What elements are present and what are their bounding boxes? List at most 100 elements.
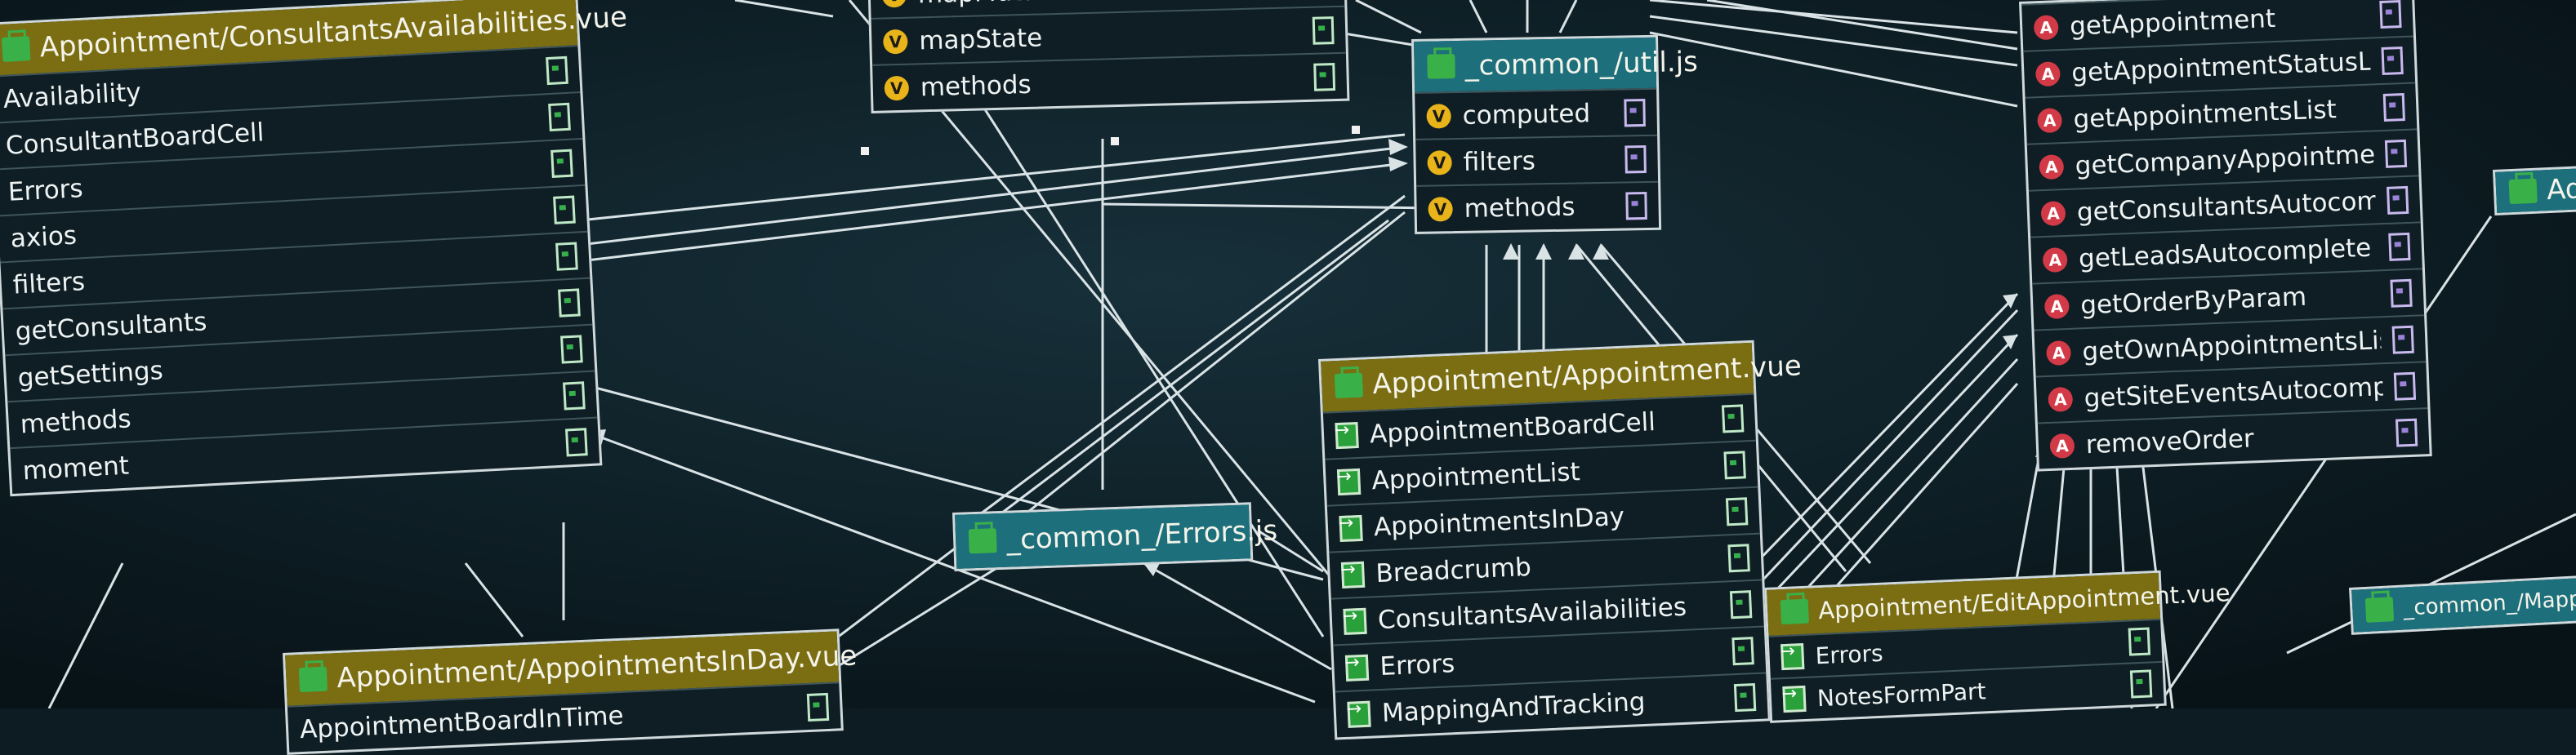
variable-icon: V (1427, 149, 1452, 175)
selection-handle[interactable] (1352, 126, 1360, 134)
export-icon (2393, 371, 2417, 401)
node-header[interactable]: _common_/util.js (1414, 37, 1698, 92)
node-header[interactable]: _common_/MappingAr (2351, 577, 2576, 633)
file-icon (1, 36, 31, 62)
import-icon (2129, 669, 2153, 699)
action-icon: A (2043, 293, 2070, 319)
import-icon (806, 692, 830, 722)
row-label: getOwnAppointmentsList (2081, 325, 2382, 366)
export-icon (2384, 139, 2408, 168)
file-icon (968, 528, 997, 554)
node-errors-js[interactable]: _common_/Errors.js (952, 502, 1278, 571)
import-icon (548, 102, 571, 131)
import-icon (1335, 421, 1359, 449)
file-icon (2364, 597, 2395, 623)
export-icon (2381, 46, 2404, 75)
row-label: getCompanyAppointmentsList (2075, 139, 2375, 180)
action-icon: A (2049, 433, 2075, 459)
selection-handle[interactable] (861, 147, 869, 155)
row-label: AppointmentList (1370, 456, 1581, 495)
import-icon (558, 287, 581, 318)
row-label: AppointmentsInDay (1373, 501, 1625, 542)
export-icon (2390, 278, 2413, 308)
import-icon (1725, 496, 1749, 526)
row-label: Errors (1814, 639, 1884, 669)
row-label: mapState (918, 22, 1043, 56)
row-label: Errors (1379, 648, 1455, 682)
node-title: _common_/MappingAr (2402, 584, 2576, 621)
variable-icon: V (884, 75, 910, 100)
row-label: filters (1463, 145, 1536, 177)
row-label: ConsultantsAvailabilities (1377, 592, 1687, 635)
file-icon (1427, 54, 1455, 79)
action-icon: A (2045, 340, 2072, 366)
export-icon (2387, 185, 2409, 215)
action-icon: A (2040, 200, 2066, 226)
import-icon (564, 427, 588, 456)
row-label: Breadcrumb (1375, 552, 1532, 588)
row-label: NotesFormPart (1816, 677, 1987, 712)
import-icon (1339, 514, 1363, 542)
row-label: getSiteEventsAutocomplete (2084, 371, 2384, 413)
export-icon (2388, 232, 2411, 261)
action-icon: A (2048, 386, 2074, 412)
node-edit-appointment-vue[interactable]: Appointment/EditAppointment.vue Errors N… (1764, 570, 2231, 723)
import-icon (1347, 700, 1371, 728)
variable-icon: V (1426, 103, 1451, 129)
row-label: getConsultantsAutocomplete (2076, 185, 2377, 227)
export-icon (2391, 325, 2414, 354)
import-icon (550, 149, 573, 178)
row-label: getOrderByParam (2079, 282, 2307, 320)
variable-icon: V (882, 29, 908, 55)
import-icon (563, 380, 586, 411)
row-label: removeOrder (2085, 423, 2255, 460)
selection-handle[interactable] (1111, 137, 1119, 145)
import-icon (1780, 642, 1805, 671)
action-icon: A (2039, 153, 2065, 180)
node-header[interactable]: _common_/Errors.js (955, 504, 1278, 569)
import-icon (1733, 682, 1757, 712)
action-icon: A (2037, 107, 2063, 133)
variable-icon: V (1428, 196, 1453, 222)
export-icon (2382, 92, 2405, 122)
node-title: _common_/Errors.js (1005, 514, 1278, 557)
import-icon (1340, 561, 1366, 588)
import-icon (1731, 636, 1754, 665)
node-title: Admi (2546, 171, 2576, 207)
node-title: _common_/util.js (1464, 45, 1699, 82)
import-icon (1336, 468, 1362, 495)
import-icon (1723, 450, 1746, 479)
export-icon (1624, 144, 1647, 173)
import-icon (560, 334, 583, 364)
export-icon (2379, 0, 2402, 29)
row-label: methods (920, 69, 1032, 102)
variable-icon: V (881, 0, 907, 8)
node-header[interactable]: Admi (2495, 166, 2576, 213)
file-icon (2508, 178, 2538, 205)
export-icon (2395, 418, 2418, 447)
node-appointment-vue[interactable]: Appointment/Appointment.vue AppointmentB… (1318, 340, 1803, 740)
row-label: getAppointmentsList (2072, 94, 2338, 135)
file-icon (1334, 372, 1364, 399)
node-consultants-availabilities[interactable]: Appointment/ConsultantsAvailabilities.vu… (0, 0, 628, 497)
export-icon (1624, 98, 1646, 127)
import-icon (1721, 403, 1745, 433)
row-label: getLeadsAutocomplete (2078, 233, 2372, 273)
action-icon: A (2035, 60, 2061, 87)
node-admin[interactable]: Admi (2493, 163, 2576, 215)
row-label: getAppointmentStatusList (2070, 47, 2371, 88)
import-icon (555, 241, 578, 271)
import-icon (1344, 654, 1370, 682)
import-icon (1312, 16, 1335, 45)
import-icon (2128, 627, 2151, 656)
row-label: computed (1462, 98, 1591, 131)
import-icon (1782, 685, 1807, 713)
action-icon: A (2033, 14, 2059, 40)
file-icon (1780, 598, 1809, 625)
